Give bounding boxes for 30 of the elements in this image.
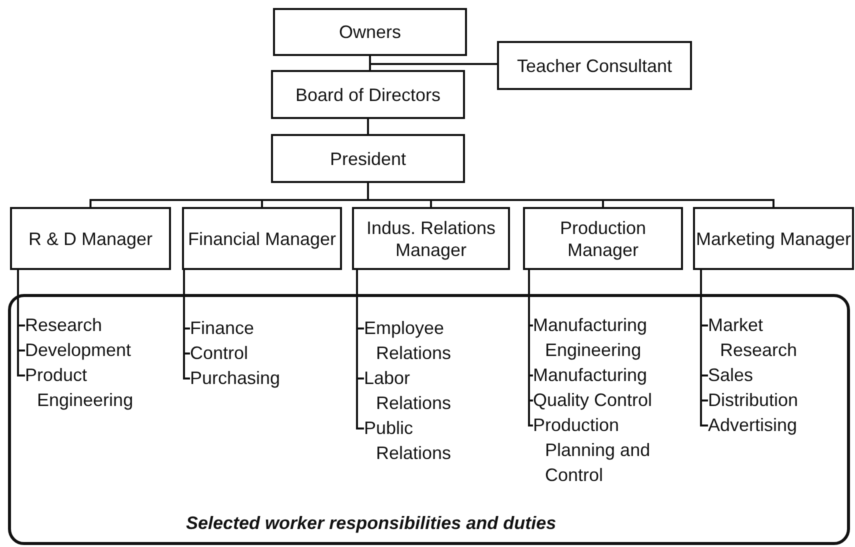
org-box: Marketing Manager: [693, 207, 854, 270]
org-box: R & D Manager: [10, 207, 171, 270]
duty-text: Advertising: [708, 413, 818, 438]
duty-text: Quality Control: [533, 388, 693, 413]
duty-text: Product Engineering: [25, 363, 165, 413]
duty-text: Distribution: [708, 388, 818, 413]
duty-text: Manufacturing Engineering: [533, 313, 693, 363]
connector-line: [367, 119, 369, 134]
duty-text: Finance: [190, 316, 305, 341]
duty-text: Employee Relations: [364, 316, 469, 366]
duty-text: Market Research: [708, 313, 818, 363]
org-box: President: [271, 134, 465, 183]
duty-text: Sales: [708, 363, 818, 388]
org-box: Indus. Relations Manager: [352, 207, 510, 270]
duty-text: Control: [190, 341, 305, 366]
org-box: Financial Manager: [182, 207, 342, 270]
duty-text: Public Relations: [364, 416, 469, 466]
duties-panel: [8, 294, 850, 545]
duty-text: Purchasing: [190, 366, 305, 391]
org-box: Board of Directors: [271, 70, 465, 119]
org-box: Teacher Consultant: [497, 41, 692, 90]
duty-text: Labor Relations: [364, 366, 469, 416]
duty-text: Development: [25, 338, 165, 363]
org-box: Production Manager: [523, 207, 683, 270]
org-box: Owners: [273, 8, 467, 56]
duty-text: Manufacturing: [533, 363, 693, 388]
duty-text: Research: [25, 313, 165, 338]
panel-caption: Selected worker responsibilities and duties: [186, 513, 556, 534]
duty-text: Production Planning and Control: [533, 413, 693, 488]
connector-line: [369, 63, 497, 70]
